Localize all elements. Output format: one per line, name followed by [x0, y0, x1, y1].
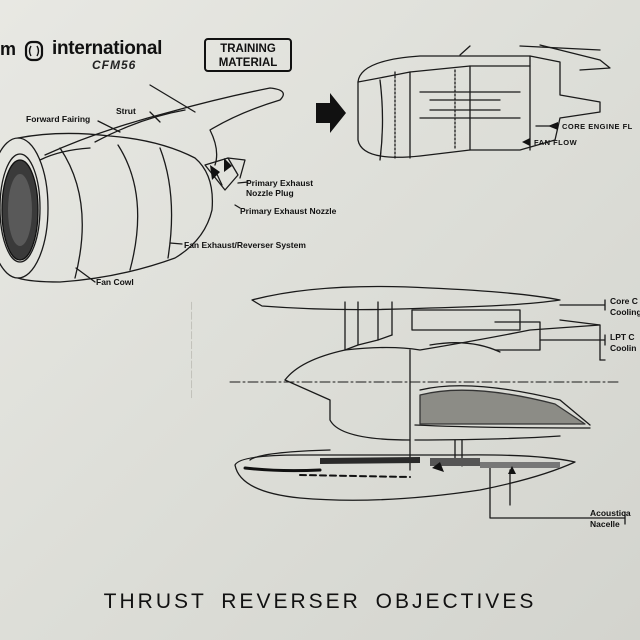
label-fan-exhaust-reverser: Fan Exhaust/Reverser System	[184, 240, 306, 250]
label-core-engine-flow: CORE ENGINE FL	[562, 122, 633, 131]
label-lpt-cooling: LPT C Coolin	[610, 332, 637, 353]
label-strut: Strut	[116, 106, 136, 116]
training-line-1: TRAINING	[220, 43, 276, 55]
engine-nacelle-illustration	[0, 84, 284, 283]
engine-cutaway-illustration	[357, 44, 611, 161]
label-primary-exhaust-plug: Primary Exhaust Nozzle Plug	[246, 178, 314, 198]
fan-flow-arrow-icon	[522, 138, 530, 146]
brand-fragment: m	[0, 39, 17, 59]
transition-arrow-icon	[316, 93, 346, 133]
label-fan-flow: FAN FLOW	[534, 138, 578, 147]
brand-header: m international CFM56	[0, 36, 200, 76]
training-material-box: TRAINING MATERIAL	[204, 38, 292, 72]
brand-name: international	[52, 38, 163, 59]
label-acoustical-nacelle: Acoustica Nacelle	[590, 508, 631, 529]
brand-subtitle: CFM56	[92, 58, 137, 72]
reverser-section-illustration	[229, 285, 626, 525]
label-primary-exhaust-nozzle: Primary Exhaust Nozzle	[240, 206, 337, 216]
label-fan-cowl: Fan Cowl	[96, 277, 134, 287]
training-line-2: MATERIAL	[218, 57, 278, 69]
page-title: THRUST REVERSER OBJECTIVES	[103, 590, 537, 613]
label-forward-fairing: Forward Fairing	[26, 114, 91, 124]
label-core-cooling: Core C Cooling	[610, 296, 640, 317]
brand-logo-icon	[24, 40, 44, 62]
